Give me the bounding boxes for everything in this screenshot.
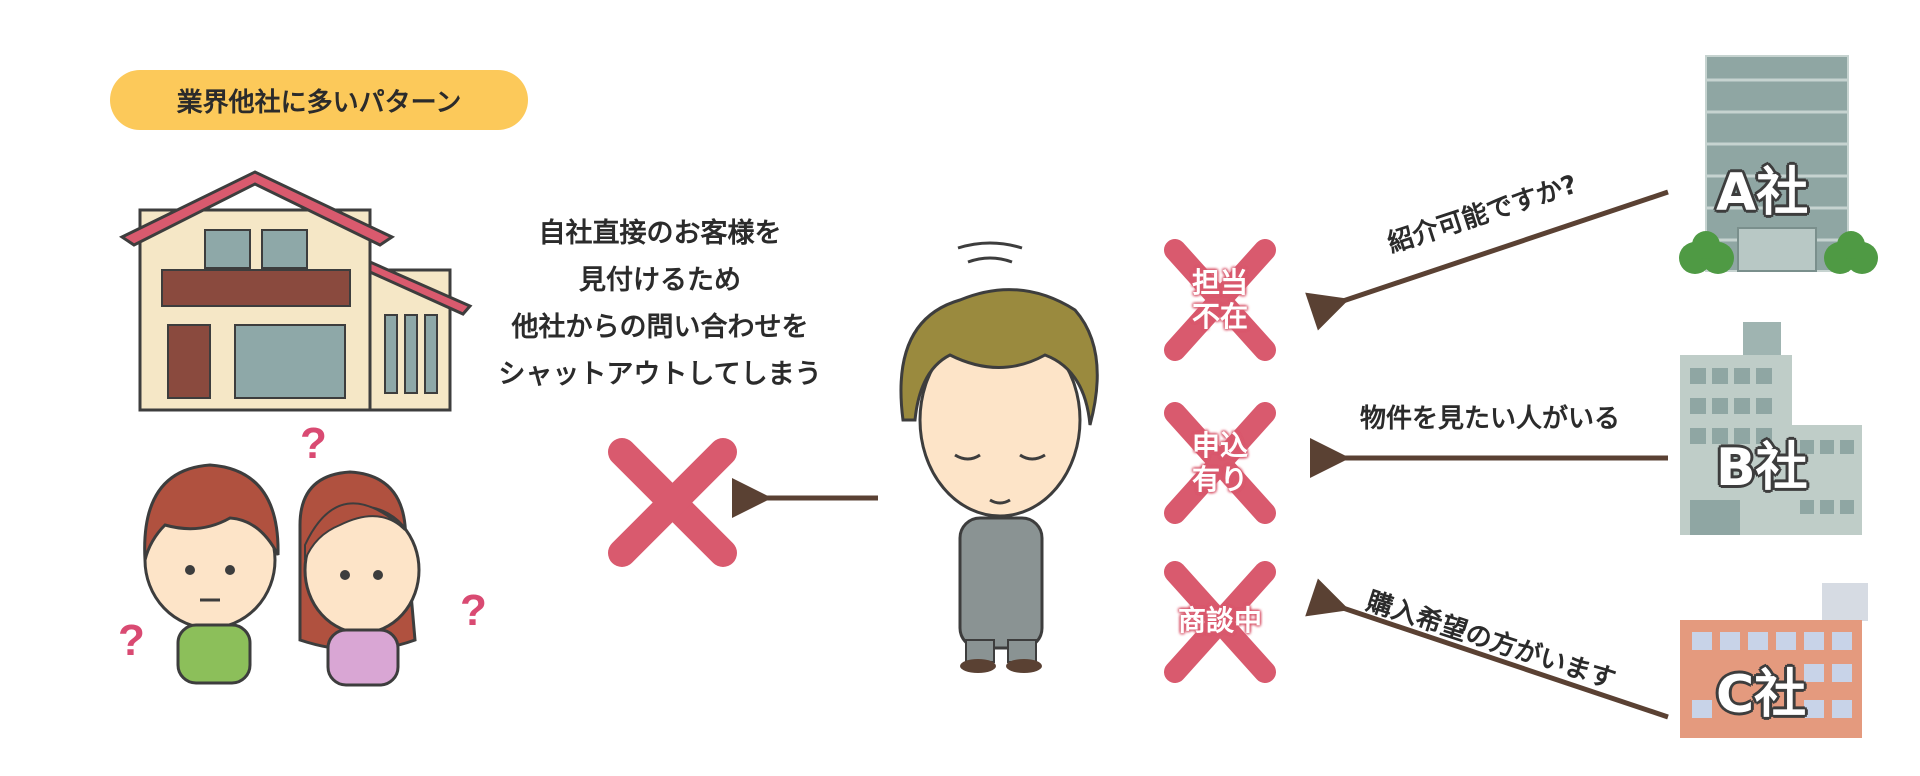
- svg-text:?: ?: [300, 419, 327, 468]
- explanation-line: シャットアウトしてしまう: [498, 359, 822, 390]
- building-a-illustration: [1679, 55, 1878, 274]
- explanation-line: 自社直接のお客様を: [538, 218, 782, 249]
- explanation-line: 他社からの問い合わせを: [511, 312, 809, 343]
- refusal-label-applied: 申込 有り: [1170, 429, 1270, 497]
- arrow-request-c: [1305, 578, 1669, 720]
- company-label-b: B社: [1716, 438, 1808, 498]
- arrow-request-a: [1305, 189, 1669, 331]
- refusal-label-line: 不在: [1191, 300, 1248, 333]
- refusal-label-negotiating: 商談中: [1160, 604, 1280, 638]
- refusal-label-line: 商談中: [1177, 604, 1262, 637]
- confused-couple-illustration: ? ? ?: [118, 419, 487, 687]
- svg-text:?: ?: [118, 616, 145, 665]
- refusal-label-line: 有り: [1191, 463, 1248, 496]
- svg-text:?: ?: [460, 586, 487, 635]
- pattern-badge: 業界他社に多いパターン: [110, 70, 528, 130]
- refusal-label-line: 担当: [1191, 266, 1248, 299]
- refusal-label-not-present: 担当 不在: [1170, 266, 1270, 334]
- company-label-a: A社: [1716, 163, 1809, 223]
- company-label-c: C社: [1716, 665, 1807, 725]
- explanation-line: 見付けるため: [579, 265, 741, 296]
- refusal-x-marks: [1164, 239, 1276, 683]
- explanation-text: 自社直接のお客様を 見付けるため 他社からの問い合わせを シャットアウトしてしま…: [470, 210, 850, 398]
- building-b-illustration: [1680, 322, 1862, 535]
- salesman-illustration: [899, 241, 1099, 673]
- request-label-b: 物件を見たい人がいる: [1360, 404, 1621, 434]
- house-illustration: [118, 170, 473, 412]
- refusal-label-line: 申込: [1191, 429, 1248, 462]
- building-c-illustration: [1680, 583, 1868, 738]
- rejection-x-mark: [608, 438, 737, 567]
